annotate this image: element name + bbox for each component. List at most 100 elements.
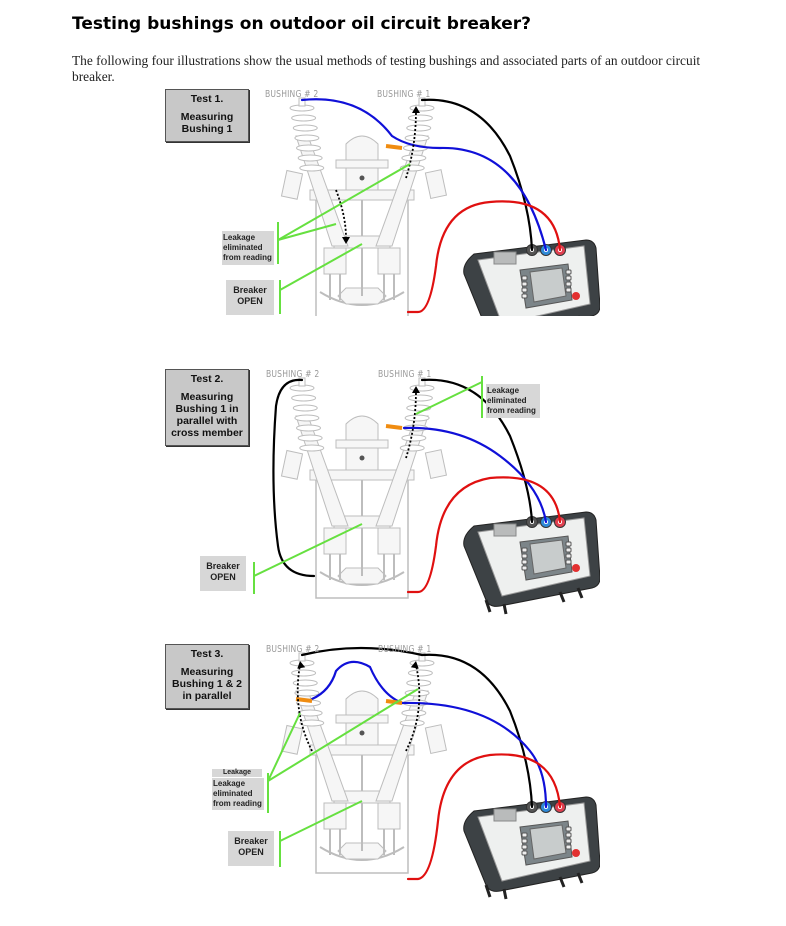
leakage-leader: [415, 381, 483, 415]
test-description: Measuring Bushing 1: [180, 111, 234, 135]
bushing-shed: [399, 444, 425, 452]
leakage-callout-overlap: Leakage: [212, 769, 262, 777]
mechanism-left: [323, 247, 347, 275]
bushing-terminal: [298, 652, 306, 662]
tester-key: [521, 281, 528, 287]
black-lead-cross-member: [272, 378, 316, 578]
test-leads: [277, 98, 562, 314]
tester-key: [565, 547, 572, 553]
tester-test-button: [572, 564, 580, 572]
leakage-path: [296, 664, 313, 752]
bushing-shed: [292, 124, 318, 132]
bushing-shed: [407, 114, 433, 122]
breaker-diagram: [267, 646, 600, 900]
bushing-1: [375, 97, 448, 247]
breaker-open-callout: Breaker OPEN: [226, 280, 274, 315]
bushing-shed: [404, 134, 430, 142]
tester-key: [565, 541, 572, 547]
pivot: [359, 175, 365, 181]
intro-paragraph: The following four illustrations show th…: [72, 53, 701, 84]
tester-label-plate: [493, 808, 517, 822]
bushing-2-label: BUSHING # 2: [265, 89, 319, 100]
bushing-terminal: [418, 97, 426, 107]
bushing-terminal: [418, 377, 426, 387]
leakage-leader: [277, 163, 411, 241]
red-lead: [406, 753, 562, 881]
tank-lid: [309, 469, 415, 481]
leakage-callout: Leakage eliminated from reading: [222, 231, 274, 265]
bushing-2-label: BUSHING # 2: [266, 644, 320, 655]
breaker-diagram: [253, 376, 600, 615]
breaker-leader: [279, 800, 363, 842]
tester-key: [521, 832, 528, 838]
pivot: [359, 455, 365, 461]
bushing-shed: [299, 719, 325, 727]
arrowhead: [297, 661, 306, 669]
bushing-shed: [399, 719, 425, 727]
tester-key: [565, 269, 572, 275]
bushing-terminal: [418, 652, 426, 662]
bushing-1: [375, 652, 448, 802]
red-lead: [406, 200, 562, 314]
bushing-shed: [294, 414, 320, 422]
tester-key: [521, 553, 528, 559]
tester-key: [565, 553, 572, 559]
test-number: Test 1.: [190, 93, 224, 105]
tester-key: [565, 559, 572, 565]
test-description: Measuring Bushing 1 & 2 in parallel: [171, 666, 242, 702]
bushing-shed: [296, 424, 322, 432]
leakage-leader: [267, 712, 301, 782]
bushing-shed: [297, 434, 323, 442]
test-1-label-box: Test 1. Measuring Bushing 1: [165, 89, 249, 142]
arrowhead: [342, 237, 350, 244]
test-leads: [253, 376, 562, 594]
leakage-path: [405, 109, 417, 179]
leakage-callout: Leakage eliminated from reading: [486, 384, 540, 418]
arrowhead: [412, 106, 420, 113]
breaker-leader: [253, 523, 363, 577]
bushing-shed: [291, 669, 317, 677]
bushing-ct-housing: [280, 169, 304, 200]
blue-lead: [402, 426, 548, 524]
insulation-tester: [463, 239, 600, 316]
arrowhead: [412, 386, 420, 393]
bushing-ct-housing: [424, 169, 448, 200]
tester-key: [521, 844, 528, 850]
test-1-illustration: Test 1. Measuring Bushing 1 BUSHING # 2 …: [160, 86, 600, 316]
circuit-breaker-drawing: [280, 377, 448, 599]
test-number: Test 2.: [190, 373, 224, 385]
black-lead: [420, 378, 534, 524]
bushing-shed: [291, 394, 317, 402]
breaker-leader: [279, 243, 363, 291]
tester-key: [565, 844, 572, 850]
bushing-1-label: BUSHING # 1: [378, 369, 432, 380]
post-flange: [335, 439, 389, 449]
bushing-shed: [297, 154, 323, 162]
tester-feet: [484, 587, 584, 615]
bushing-shed: [292, 679, 318, 687]
tank-bottom-arc: [319, 291, 405, 306]
arrowhead: [410, 661, 419, 669]
bushing-ct-housing: [280, 724, 304, 755]
bushing-1-label: BUSHING # 1: [377, 89, 431, 100]
post-flange: [335, 714, 389, 724]
tester-feet: [484, 872, 584, 900]
bushing-shed: [407, 394, 433, 402]
bushing-shed: [404, 414, 430, 422]
circuit-breaker-drawing: [280, 97, 448, 316]
leakage-path: [405, 389, 417, 459]
bushing-shed: [294, 134, 320, 142]
bushing-2: [280, 377, 349, 527]
test-3-label-box: Test 3. Measuring Bushing 1 & 2 in paral…: [165, 644, 249, 709]
bushing-ct-housing: [424, 449, 448, 480]
leakage-leader: [267, 688, 419, 782]
tester-key: [565, 275, 572, 281]
tester-display: [529, 824, 567, 860]
bushing-1: [375, 377, 448, 527]
bushing-1-label: BUSHING # 1: [378, 644, 432, 655]
tester-key: [521, 547, 528, 553]
mechanism-right: [377, 802, 401, 830]
bushing-shed: [406, 124, 432, 132]
bushing-2: [280, 97, 349, 247]
tester-key: [565, 281, 572, 287]
